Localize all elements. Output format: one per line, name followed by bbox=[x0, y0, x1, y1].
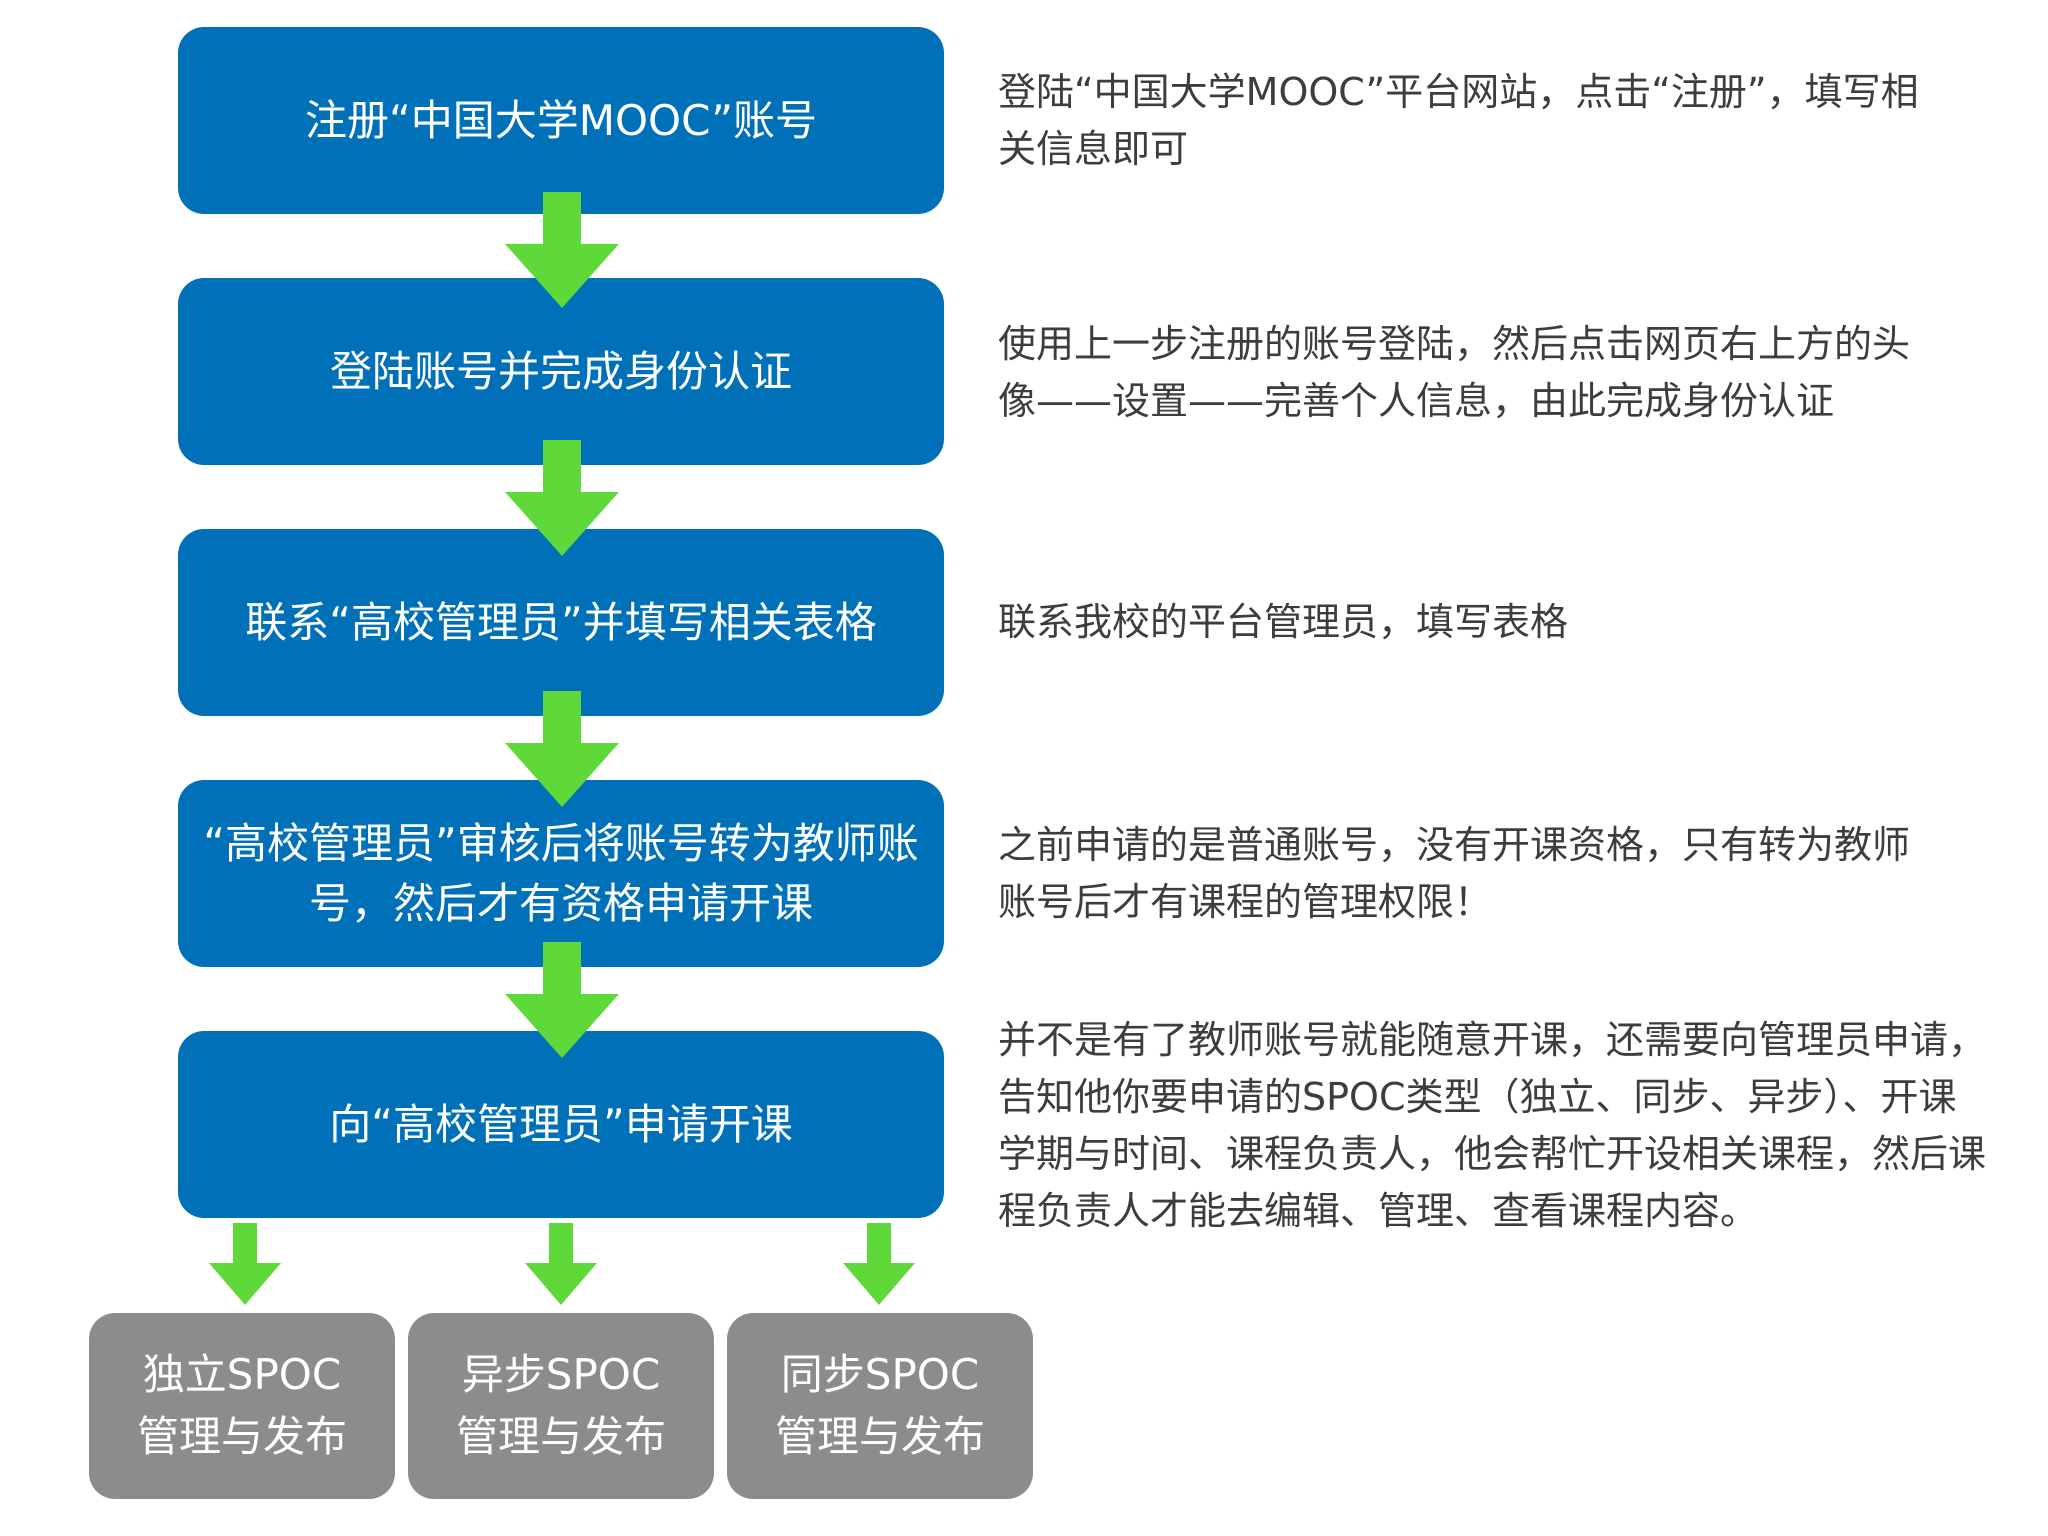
arrow-down-icon bbox=[209, 1223, 281, 1305]
description-register: 登陆“中国大学MOOC”平台网站，点击“注册”，填写相 关信息即可 bbox=[998, 70, 1919, 171]
arrow-down-icon bbox=[505, 192, 619, 308]
arrow-down-icon bbox=[505, 440, 619, 556]
step-contact-admin: 联系“高校管理员”并填写相关表格 bbox=[178, 529, 944, 716]
step-admin-review: “高校管理员”审核后将账号转为教师账 号，然后才有资格申请开课 bbox=[178, 780, 944, 967]
arrow-down-icon bbox=[505, 942, 619, 1058]
step-apply-course: 向“高校管理员”申请开课 bbox=[178, 1031, 944, 1218]
description-apply-course: 并不是有了教师账号就能随意开课，还需要向管理员申请， 告知他你要申请的SPOC类… bbox=[998, 1018, 1987, 1233]
arrow-down-icon bbox=[843, 1223, 915, 1305]
output-async-spoc: 异步SPOC 管理与发布 bbox=[408, 1313, 714, 1499]
arrow-down-icon bbox=[525, 1223, 597, 1305]
arrow-down-icon bbox=[505, 691, 619, 807]
step-register-account: 注册“中国大学MOOC”账号 bbox=[178, 27, 944, 214]
output-sync-spoc: 同步SPOC 管理与发布 bbox=[727, 1313, 1033, 1499]
description-verify: 使用上一步注册的账号登陆，然后点击网页右上方的头 像——设置——完善个人信息，由… bbox=[998, 322, 1911, 423]
step-login-verify-identity: 登陆账号并完成身份认证 bbox=[178, 278, 944, 465]
description-contact-admin: 联系我校的平台管理员，填写表格 bbox=[998, 600, 1569, 644]
output-independent-spoc: 独立SPOC 管理与发布 bbox=[89, 1313, 395, 1499]
description-admin-review: 之前申请的是普通账号，没有开课资格，只有转为教师 账号后才有课程的管理权限！ bbox=[998, 823, 1911, 924]
